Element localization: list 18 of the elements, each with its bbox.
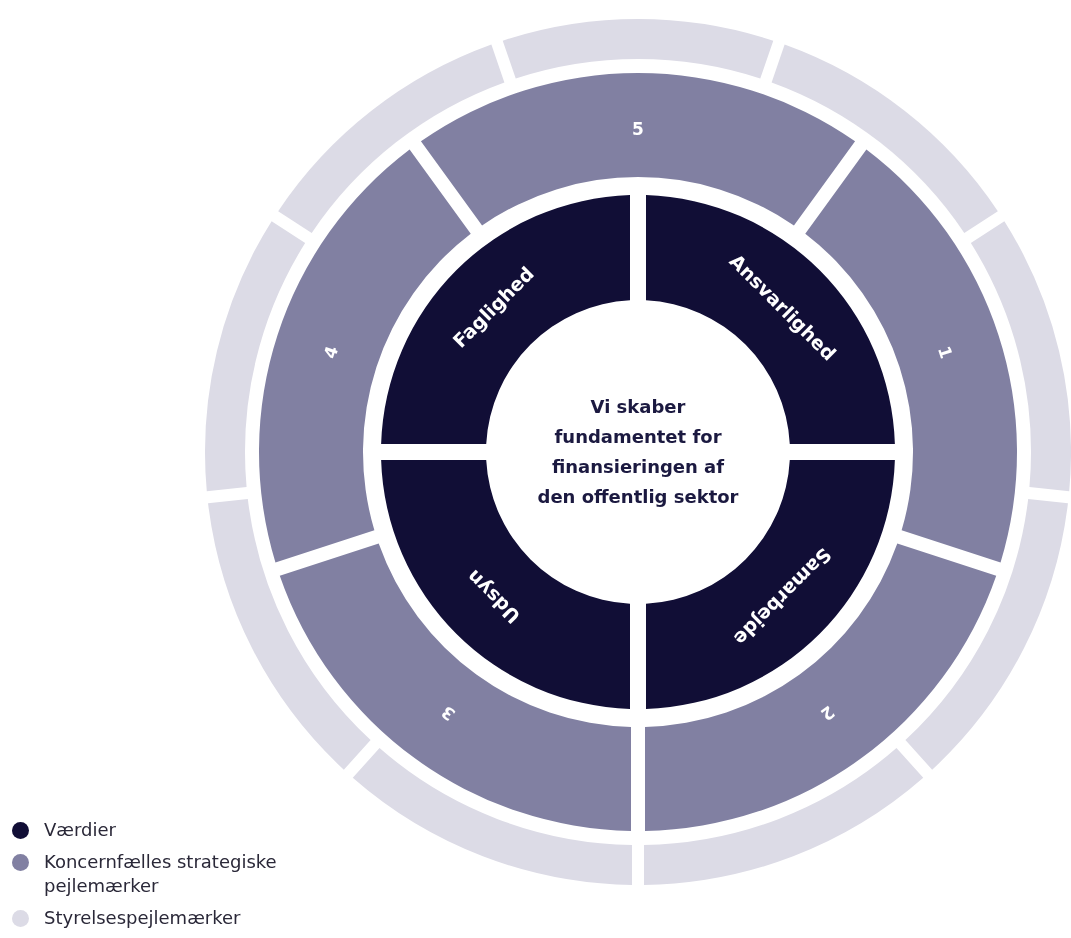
ring-segment (352, 748, 632, 885)
segment-number: 5 (632, 119, 644, 139)
ring-segment (905, 499, 1068, 770)
ring-segment (644, 748, 924, 885)
segment-number: 2 (817, 701, 839, 725)
ring-segment (771, 44, 998, 233)
legend-label: Værdier (44, 818, 117, 842)
segment-number: 4 (319, 343, 343, 361)
legend-label: Koncernfælles strategiske pejlemærker (44, 850, 278, 898)
legend-label: Styrelsespejlemærker (44, 906, 242, 930)
segment-number: 3 (437, 701, 459, 725)
ring-segment (208, 499, 371, 770)
ring-segment (502, 19, 774, 79)
center-statement: Vi skaber fundamentet for finansieringen af den offentlig sektor (536, 395, 740, 509)
ring-segment (278, 44, 505, 233)
ring-segment (970, 221, 1071, 492)
ring-segment (205, 221, 306, 492)
segment-number: 1 (933, 343, 957, 361)
